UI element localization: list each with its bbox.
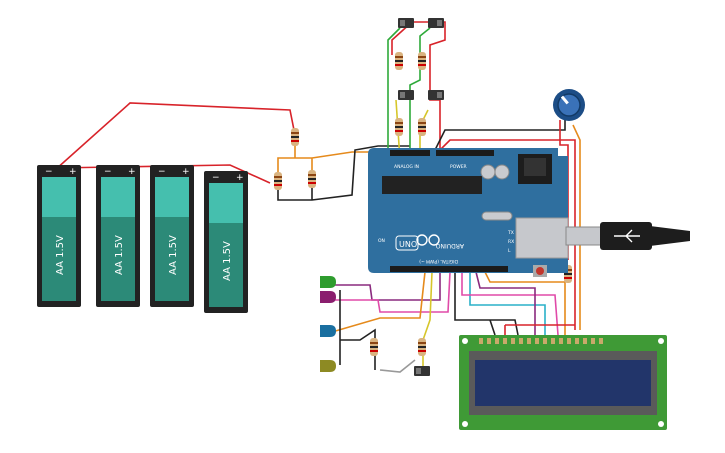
battery-cap — [101, 177, 135, 217]
uno-logo-text: UNO — [399, 240, 417, 249]
wire-orange-divider — [277, 145, 380, 183]
wire-pink-led — [332, 271, 451, 313]
atmega-chip — [382, 176, 482, 194]
pot-indicator — [560, 95, 569, 105]
lcd-header-pins — [479, 338, 603, 344]
battery-cap — [209, 183, 243, 223]
wire-black-led-gnd — [339, 290, 376, 370]
crystal — [481, 211, 513, 221]
wire-orange-pot — [572, 124, 581, 330]
rx-label: RX — [508, 239, 514, 245]
battery-minus: − — [45, 167, 53, 177]
wire-orange-led — [331, 271, 426, 333]
slide-switch-3[interactable] — [398, 90, 414, 100]
wire-green-switch2 — [409, 27, 431, 160]
wire-black-lcd — [454, 272, 519, 336]
resistor-divider-right[interactable] — [308, 170, 316, 188]
resistor-switch1-top[interactable] — [395, 52, 403, 70]
resistor-bottom-switch[interactable] — [418, 338, 426, 356]
analog-header — [390, 150, 430, 156]
on-label: ON — [378, 238, 385, 244]
uno-logo-box — [395, 235, 419, 251]
battery-label: AA 1.5V — [222, 241, 233, 281]
wire-purple-lcd — [475, 271, 536, 335]
wire-orange-lcd — [484, 271, 566, 335]
resistor-led[interactable] — [370, 338, 378, 356]
battery-label: AA 1.5V — [55, 235, 66, 275]
arduino-logo — [416, 234, 440, 246]
lcd-16x2-display[interactable] — [459, 335, 667, 430]
capacitor-2 — [494, 164, 510, 180]
battery-minus: − — [104, 167, 112, 177]
battery-label: AA 1.5V — [168, 235, 179, 275]
battery-pack: + − AA 1.5V + − AA 1.5V + − AA 1.5V + − … — [37, 165, 248, 313]
battery-4[interactable]: + − AA 1.5V — [204, 171, 248, 313]
resistor-divider-left[interactable] — [274, 172, 282, 190]
power-header — [436, 150, 494, 156]
usb-port — [515, 217, 569, 259]
led-green[interactable] — [320, 276, 336, 288]
analog-header-label: ANALOG IN — [394, 164, 419, 170]
leds — [320, 276, 336, 372]
battery-2[interactable]: + − AA 1.5V — [96, 165, 140, 307]
arduino-uno-board[interactable]: ANALOG IN POWER UNO ARDUINO TX RX L ON D… — [368, 148, 569, 277]
led-body — [320, 325, 336, 337]
battery-label: AA 1.5V — [114, 235, 125, 275]
switches — [398, 18, 444, 376]
battery-minus: − — [158, 167, 166, 177]
wire-battery-red-top — [54, 102, 296, 171]
usb-cable — [565, 222, 690, 250]
battery-plus: + — [182, 167, 190, 177]
resistor-switch2-top[interactable] — [418, 52, 426, 70]
digital-header — [390, 266, 508, 272]
resistor-switch3[interactable] — [395, 118, 403, 136]
battery-plus: + — [69, 167, 77, 177]
power-header-label: POWER — [450, 164, 467, 170]
l-label: L — [508, 248, 511, 254]
capacitor-1 — [480, 164, 496, 180]
resistor-top-divider[interactable] — [291, 128, 299, 146]
battery-plus: + — [236, 173, 244, 183]
slide-switch-4[interactable] — [428, 90, 444, 100]
battery-1[interactable]: + − AA 1.5V — [37, 165, 81, 307]
wire-red-lcd — [504, 324, 575, 335]
wire-black-power — [434, 118, 566, 151]
wire-gray-bottom — [379, 359, 416, 373]
battery-cap — [155, 177, 189, 217]
led-blue[interactable] — [320, 325, 336, 337]
battery-minus: − — [212, 173, 220, 183]
arduino-brand-text: ARDUINO — [435, 242, 464, 249]
led-body — [320, 360, 336, 372]
tx-label: TX — [507, 230, 514, 236]
resistor-switch4[interactable] — [418, 118, 426, 136]
slide-switch-2[interactable] — [428, 18, 444, 28]
usb-icon — [614, 229, 640, 243]
led-body — [320, 291, 336, 303]
usb-plug-metal — [565, 226, 605, 246]
resistors — [274, 52, 572, 356]
led-purple[interactable] — [320, 291, 336, 303]
battery-plus: + — [128, 167, 136, 177]
led-body — [320, 276, 336, 288]
lcd-screen — [475, 360, 651, 406]
led-yellow[interactable] — [320, 360, 336, 372]
slide-switch-bottom[interactable] — [414, 366, 430, 376]
slide-switch-1[interactable] — [398, 18, 414, 28]
potentiometer[interactable] — [553, 89, 585, 121]
wire-cyan-lcd — [469, 272, 546, 335]
battery-cap — [42, 177, 76, 217]
wire-pink-lcd — [461, 272, 559, 336]
battery-3[interactable]: + − AA 1.5V — [150, 165, 194, 307]
digital-header-label: DIGITAL (PWM ~) — [419, 258, 458, 264]
usb-cable-strain — [650, 226, 690, 246]
